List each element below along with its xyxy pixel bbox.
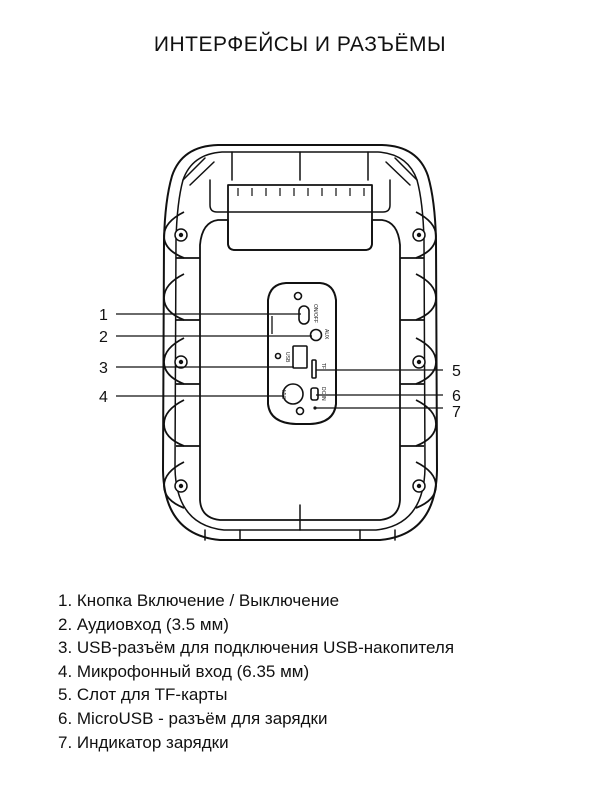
power-button (298, 305, 310, 325)
right-side-bumpers (400, 211, 437, 509)
port-label-usb: USB (284, 352, 290, 363)
bottom-foot-right (359, 529, 396, 541)
top-right-grip (385, 157, 418, 186)
speaker-inner-rim (174, 151, 426, 531)
top-left-grip (182, 157, 215, 186)
page-title: ИНТЕРФЕЙСЫ И РАЗЪЁМЫ (153, 33, 447, 56)
port-label-aux: AUX (323, 329, 329, 340)
aux-jack (309, 328, 323, 342)
speaker-outer-body (162, 144, 438, 541)
legend-item: 5. Слот для TF-карты (58, 685, 228, 705)
rear-panel (199, 219, 401, 521)
port-label-power: ON/OFF (312, 304, 318, 323)
callout-3: 3 (99, 360, 108, 377)
port-label-mic: MIC (280, 390, 286, 400)
micro-usb-port (310, 387, 319, 401)
legend-list: 1. Кнопка Включение / Выключение 2. Ауди… (58, 589, 454, 754)
port-label-dcin: DC IN (320, 387, 326, 401)
legend-item: 4. Микрофонный вход (6.35 мм) (58, 661, 310, 681)
charge-indicator (313, 406, 317, 410)
legend-item: 2. Аудиовход (3.5 мм) (58, 614, 229, 634)
control-plate (267, 282, 337, 425)
callout-6: 6 (452, 388, 461, 405)
tf-card-slot (311, 359, 317, 379)
left-side-bumpers (163, 211, 200, 509)
plate-screw-top-icon (293, 291, 303, 301)
legend-item: 6. MicroUSB - разъём для зарядки (58, 708, 328, 728)
port-label-tf: TF (320, 363, 326, 369)
callout-1: 1 (99, 307, 108, 324)
callout-2: 2 (99, 329, 108, 346)
screws (174, 228, 426, 493)
callout-7: 7 (452, 404, 461, 421)
legend-item: 3. USB-разъём для подключения USB-накопи… (58, 638, 455, 658)
small-hole-icon (274, 352, 282, 360)
grill-slots (237, 188, 365, 196)
leader-lines (116, 313, 443, 409)
usb-port (292, 345, 308, 369)
legend-item: 1. Кнопка Включение / Выключение (58, 591, 340, 610)
legend-item: 7. Индикатор зарядки (58, 732, 229, 752)
top-handle-frame (209, 179, 391, 213)
plate-screw-bottom-icon (295, 406, 305, 416)
callout-5: 5 (452, 363, 461, 380)
callout-4: 4 (99, 389, 108, 406)
mic-jack (282, 383, 304, 405)
bottom-foot-left (204, 529, 241, 541)
